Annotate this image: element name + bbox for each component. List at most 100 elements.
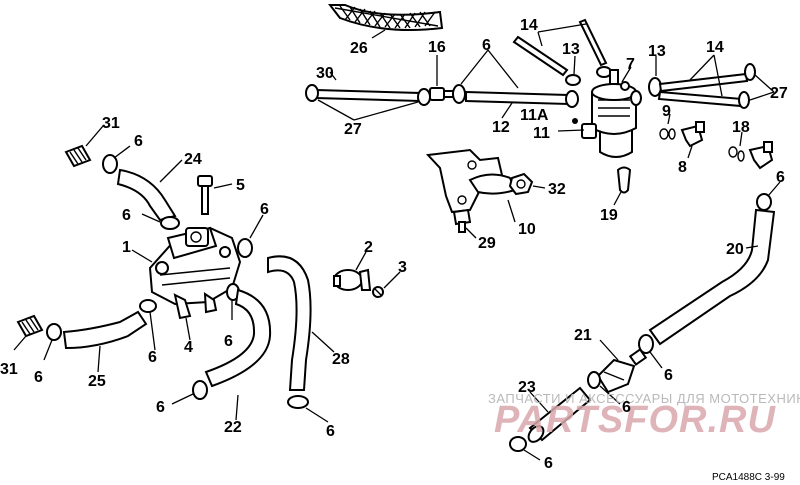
hose-23	[527, 386, 592, 443]
clamp-6-g	[46, 323, 62, 341]
o-ring-9-a	[659, 128, 669, 140]
leader-31-lower	[13, 335, 27, 351]
fitting-16	[429, 87, 457, 101]
leader-26	[371, 29, 386, 39]
callout-13-b: 13	[648, 43, 666, 60]
clamp-6-m	[509, 436, 527, 452]
callout-28: 28	[332, 351, 350, 368]
callout-12: 12	[492, 119, 510, 136]
callout-27-right: 27	[770, 85, 788, 102]
callout-13-a: 13	[562, 41, 580, 58]
leader-6-l	[599, 385, 621, 405]
callout-4: 4	[184, 339, 193, 356]
callout-23: 23	[518, 379, 536, 396]
callout-21: 21	[574, 327, 592, 344]
clamp-6-h	[192, 380, 208, 400]
callout-2: 2	[364, 239, 373, 256]
callout-6-d: 6	[260, 201, 269, 218]
callout-6-b: 6	[134, 133, 143, 150]
callout-6-c: 6	[122, 207, 131, 224]
leader-6-i	[305, 407, 329, 423]
fuel-filter-11	[581, 69, 637, 158]
tube-12	[465, 90, 579, 108]
clamp-6-l	[587, 371, 601, 389]
callout-1: 1	[122, 239, 131, 256]
leader-10	[507, 199, 516, 223]
callout-6-m: 6	[544, 455, 553, 472]
leader-23	[529, 391, 549, 413]
callout-5: 5	[236, 177, 245, 194]
leader-6-e	[149, 311, 156, 351]
leader-20	[745, 245, 759, 249]
callout-6-e: 6	[148, 349, 157, 366]
clamp-13-b	[596, 66, 612, 78]
clamp-6-d	[237, 238, 253, 258]
screw-3	[372, 286, 384, 298]
callout-11a: 11A	[520, 107, 549, 124]
leader-9	[667, 113, 671, 125]
callout-8: 8	[678, 159, 687, 176]
leader-32	[532, 185, 546, 189]
fuel-pump-1	[148, 226, 242, 320]
nut-32	[508, 172, 534, 196]
leader-8	[687, 145, 693, 159]
fitting-31-lower	[16, 314, 44, 338]
callout-26: 26	[350, 40, 368, 57]
tube-14-right	[657, 63, 756, 109]
hose-20	[648, 208, 776, 346]
leader-5	[213, 183, 233, 189]
callout-25: 25	[88, 373, 106, 390]
leader-6-h	[171, 393, 194, 405]
braided-sleeve-26	[327, 4, 444, 32]
inline-filter-21	[596, 348, 648, 394]
clip-19	[616, 166, 632, 194]
leader-6-j	[767, 181, 781, 197]
callout-6-g: 6	[34, 369, 43, 386]
leader-14-right	[689, 54, 723, 97]
leader-14-upper	[537, 23, 587, 47]
clamp-6-j	[756, 193, 772, 211]
leader-6-k	[649, 351, 663, 369]
hose-28	[267, 255, 312, 391]
leader-6-top	[460, 49, 519, 89]
o-ring-9-b	[668, 128, 676, 140]
callout-14-right: 14	[706, 39, 724, 56]
callout-20: 20	[726, 241, 744, 258]
hose-24	[116, 168, 177, 222]
leader-6-g	[43, 339, 53, 361]
callout-30: 30	[316, 65, 334, 82]
leader-18	[739, 131, 743, 147]
callout-24: 24	[184, 151, 202, 168]
leader-6-c	[141, 213, 161, 223]
callout-14-upper: 14	[520, 17, 538, 34]
clip-bracket-10	[468, 173, 517, 195]
callout-22: 22	[224, 419, 242, 436]
hose-25	[62, 310, 148, 350]
leader-6-d	[249, 214, 264, 239]
leader-6-m	[523, 449, 541, 461]
callout-3: 3	[398, 259, 407, 276]
clamp-6-i	[287, 395, 309, 409]
leader-27-right	[749, 74, 775, 101]
callout-7: 7	[626, 56, 635, 73]
clamp-6-c	[160, 216, 180, 230]
callout-6-f: 6	[224, 333, 233, 350]
clamp-13-a	[565, 74, 581, 86]
callout-19: 19	[600, 207, 618, 224]
o-ring-18-a	[728, 146, 738, 158]
tube-14-upper	[512, 18, 608, 77]
leader-21	[599, 339, 619, 361]
callout-6-k: 6	[664, 367, 673, 384]
callout-9: 9	[662, 103, 671, 120]
leader-12	[501, 102, 513, 119]
leader-2	[355, 251, 367, 271]
leader-1	[131, 249, 153, 263]
screw-11a	[572, 118, 578, 124]
leader-29	[465, 227, 477, 239]
leader-3	[383, 271, 401, 289]
elbow-fitting-18	[748, 141, 774, 170]
o-ring-18-b	[737, 150, 745, 162]
callout-6-j: 6	[776, 169, 785, 186]
